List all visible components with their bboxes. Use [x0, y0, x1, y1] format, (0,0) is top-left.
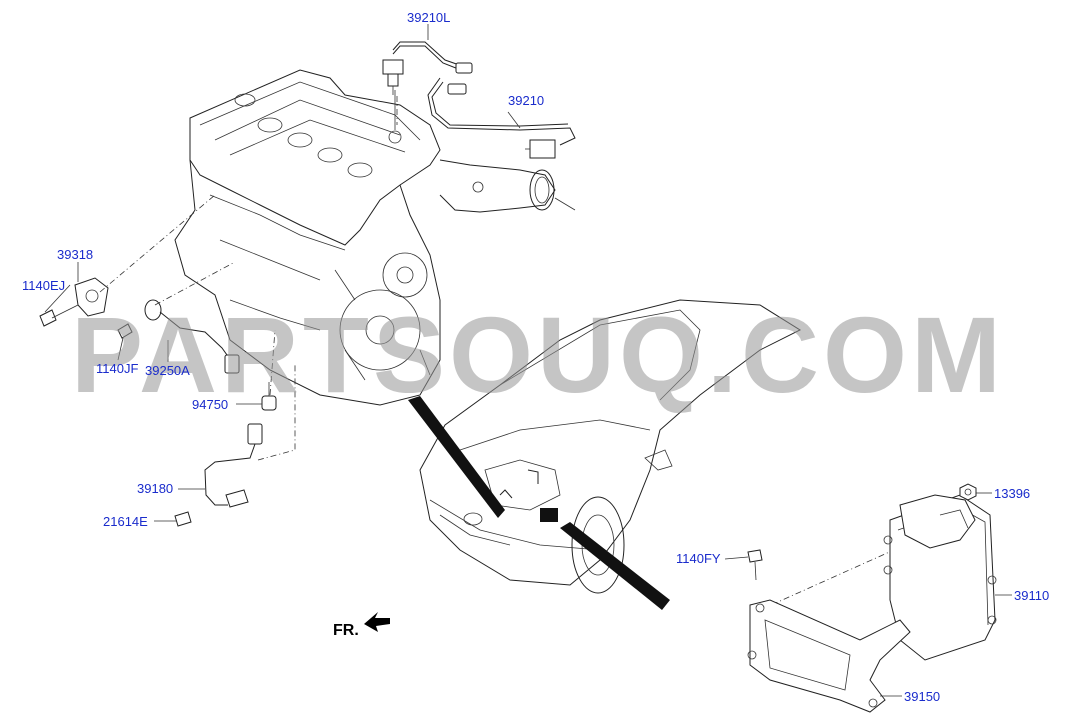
oil-pressure-switch[interactable]	[261, 382, 277, 411]
bolt-1140FY[interactable]	[747, 549, 763, 581]
part-label-1140EJ[interactable]: 1140EJ	[22, 278, 66, 293]
part-label-1140JF[interactable]: 1140JF	[96, 361, 139, 376]
crank-position-sensor[interactable]	[174, 423, 263, 527]
leader-lines	[99, 96, 906, 611]
knock-sensor[interactable]	[117, 299, 240, 374]
part-label-94750[interactable]: 94750	[192, 397, 229, 412]
cam-position-sensor[interactable]	[39, 277, 109, 327]
front-direction-arrow	[364, 612, 390, 632]
part-label-13396[interactable]: 13396	[994, 486, 1031, 501]
nut-13396[interactable]	[959, 483, 977, 501]
part-label-39180[interactable]: 39180	[137, 481, 174, 496]
part-label-21614E[interactable]: 21614E	[103, 514, 148, 529]
pointer-band-engine	[408, 396, 505, 518]
vehicle-silhouette	[419, 299, 802, 594]
oxygen-sensor-front[interactable]	[382, 41, 473, 95]
ecu-module[interactable]	[883, 494, 997, 661]
part-label-39210L[interactable]: 39210L	[407, 10, 451, 25]
front-direction-label: FR.	[333, 622, 359, 639]
part-label-39150[interactable]: 39150	[904, 689, 941, 704]
part-label-1140FY[interactable]: 1140FY	[676, 551, 721, 566]
part-label-39250A[interactable]: 39250A	[145, 363, 190, 378]
oxygen-sensor-rear[interactable]	[427, 77, 576, 159]
label-leaders	[44, 24, 1012, 697]
part-label-39110[interactable]: 39110	[1014, 588, 1050, 603]
ecu-bracket[interactable]	[747, 599, 911, 713]
engine-assembly	[174, 69, 576, 406]
pointer-band-ecu	[560, 522, 670, 610]
part-label-39210[interactable]: 39210	[508, 93, 545, 108]
part-label-39318[interactable]: 39318	[57, 247, 94, 262]
